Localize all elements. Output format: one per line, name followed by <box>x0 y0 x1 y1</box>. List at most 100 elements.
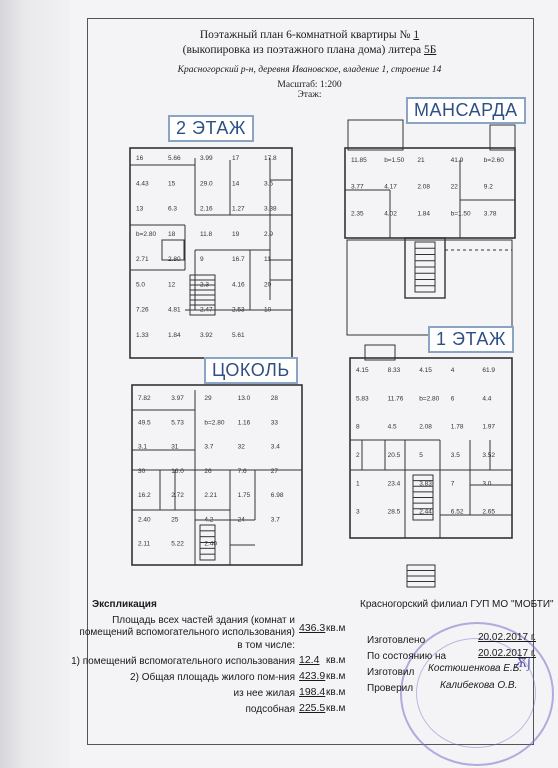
basement-label: 32 <box>238 444 246 451</box>
first-floor-label: 3.52 <box>482 452 495 459</box>
floor-label-first: 1 ЭТАЖ <box>428 326 514 353</box>
first-floor-label: 4.4 <box>482 395 491 402</box>
explication-row-1: Площадь всех частей здания (комнат и <box>112 615 295 626</box>
basement-label: 2.40 <box>138 516 151 523</box>
first-floor-label: b=2.80 <box>419 395 439 402</box>
basement-label: 27 <box>271 468 279 475</box>
second-floor-label: 4.81 <box>168 307 181 314</box>
mansard-dashed-area <box>347 119 404 151</box>
explication-row-2: помещений вспомогательного использования… <box>79 627 295 638</box>
round-stamp-inner <box>416 638 536 748</box>
address: Красногорский р-н, деревня Ивановское, в… <box>177 65 442 75</box>
mansard-label: 2.35 <box>351 210 364 217</box>
page-frame <box>87 18 534 745</box>
basement-label: 7.6 <box>238 468 247 475</box>
basement-label: 4.2 <box>204 516 213 523</box>
first-floor-label: 2 <box>356 452 360 459</box>
second-floor-label: 19 <box>232 231 240 238</box>
basement-label: 24 <box>238 516 246 523</box>
floor-caption: Этаж: <box>297 90 322 100</box>
basement-label: 3.4 <box>271 444 280 451</box>
second-floor-label: 1.33 <box>136 332 149 339</box>
second-floor-label: 4.43 <box>136 180 149 187</box>
second-floor-label: 17.8 <box>264 155 277 162</box>
second-floor-label: 10 <box>264 307 272 314</box>
mansard-dashed-corner <box>489 124 516 151</box>
mansard-label: b=2.60 <box>484 157 504 164</box>
mansard-label: 41.9 <box>451 157 464 164</box>
floor-label-basement: ЦОКОЛЬ <box>204 357 298 384</box>
second-floor-label: 7.26 <box>136 307 149 314</box>
basement-label: 3.7 <box>271 516 280 523</box>
basement-label: 2.72 <box>171 492 184 499</box>
second-floor-label: 2.16 <box>200 206 213 213</box>
basement-label: 28 <box>271 395 279 402</box>
basement-label: 6.98 <box>271 492 284 499</box>
maker-name: Костюшенкова Е.Б. <box>428 663 523 674</box>
explication-row-6: из нее жилая <box>233 688 295 699</box>
mansard-label: 21 <box>417 157 425 164</box>
second-floor-label: 2.3 <box>200 281 209 288</box>
first-floor-label: 2.65 <box>482 509 495 516</box>
second-floor-label: 6.3 <box>168 206 177 213</box>
first-floor-label: 2.08 <box>419 424 432 431</box>
second-floor-label: 15 <box>168 180 176 187</box>
state-label: По состоянию на <box>367 651 447 662</box>
first-floor-label: 28.5 <box>388 509 401 516</box>
aux-area-unit: кв.м <box>326 655 346 666</box>
first-floor-label: 3.83 <box>419 480 432 487</box>
basement-label: 30 <box>138 468 146 475</box>
basement-outline <box>131 384 303 566</box>
mansard-label: 3.78 <box>484 210 497 217</box>
first-floor-label: 3.5 <box>451 452 460 459</box>
utility-area-value: 225.5 <box>299 702 326 714</box>
total-living-area-unit: кв.м <box>326 671 346 682</box>
second-floor-label: 5.61 <box>232 332 245 339</box>
mansard-label: 11.85 <box>351 157 367 164</box>
first-floor-label: 5 <box>419 452 423 459</box>
first-floor-outline <box>349 357 513 539</box>
second-floor-label: 3.38 <box>264 206 277 213</box>
apartment-number: 1 <box>413 29 420 41</box>
total-area-value: 436.3 <box>299 622 326 634</box>
basement-label: 7.82 <box>138 395 151 402</box>
first-floor-label: 4.15 <box>356 367 369 374</box>
basement-label: b=2.80 <box>204 419 224 426</box>
first-floor-label: 6 <box>451 395 455 402</box>
residential-area-unit: кв.м <box>326 687 346 698</box>
second-floor-label: 3.5 <box>264 180 273 187</box>
made-label: Изготовлено <box>367 635 426 646</box>
second-floor-label: b=2.80 <box>136 231 156 238</box>
scale: Масштаб: 1:200 <box>277 80 342 90</box>
basement-label: 5.22 <box>171 541 184 548</box>
basement-label: 1.16 <box>238 419 251 426</box>
second-floor-label: 16 <box>136 155 144 162</box>
second-floor-label: 14 <box>232 180 240 187</box>
second-floor-label: 2.80 <box>168 256 181 263</box>
basement-label: 33 <box>271 419 279 426</box>
second-floor-label: 3.92 <box>200 332 213 339</box>
first-floor-label: 4 <box>451 367 455 374</box>
first-floor-label: 3.0 <box>482 480 491 487</box>
mansard-label: b=1.50 <box>451 210 471 217</box>
basement-label: 2.40 <box>204 541 217 548</box>
second-floor-label: 2.71 <box>136 256 149 263</box>
second-floor-wc <box>161 239 185 261</box>
second-floor-label: 2.47 <box>200 307 213 314</box>
mansard-label: 1.84 <box>417 210 430 217</box>
maker-label: Изготовил <box>367 667 415 678</box>
second-floor-label: 2.53 <box>232 307 245 314</box>
binding-shadow <box>0 0 70 768</box>
first-floor-label: 8.33 <box>388 367 401 374</box>
checker-name: Калибекова О.В. <box>440 680 518 691</box>
first-floor-label: 61.9 <box>482 367 495 374</box>
signature: Ѫ∫ <box>515 656 531 671</box>
basement-label: 13.0 <box>238 395 251 402</box>
second-floor-label: 1.84 <box>168 332 181 339</box>
explication-row-5: 2) Общая площадь жилого пом-ния <box>130 672 295 683</box>
basement-label: 31 <box>171 444 179 451</box>
basement-label: 3.97 <box>171 395 184 402</box>
basement-room-25 <box>194 519 231 566</box>
basement-label: 25 <box>171 516 179 523</box>
